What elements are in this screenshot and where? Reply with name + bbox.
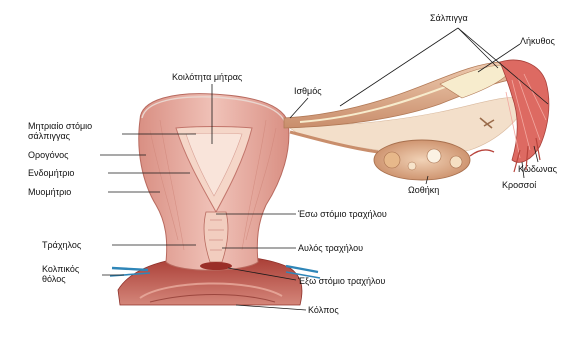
- label-vagina: Κόλπος: [308, 305, 339, 315]
- label-infundibulum: Κώδωνας: [518, 164, 558, 174]
- label-vaginal-fornix-line1: Κολπικός: [42, 264, 80, 274]
- label-ovary: Ωοθήκη: [408, 185, 439, 195]
- label-lekythos: Λήκυθος: [520, 36, 555, 46]
- label-serosa: Ορογόνος: [28, 150, 69, 160]
- label-isthmus: Ισθμός: [294, 86, 322, 96]
- label-cervical-canal: Αυλός τραχήλου: [298, 243, 363, 253]
- label-uterine-cavity: Κοιλότητα μήτρας: [172, 72, 243, 82]
- label-uterine-ostium-line1: Μητριαίο στόμιο: [28, 121, 92, 131]
- label-cervix: Τράχηλος: [42, 240, 82, 250]
- label-myometrium: Μυομήτριο: [28, 187, 71, 197]
- label-uterine-ostium-line2: σάλπιγγας: [28, 131, 71, 141]
- label-fimbriae: Κροσσοί: [502, 180, 536, 190]
- uterus: [139, 94, 289, 271]
- label-salpinx: Σάλπιγγα: [430, 13, 468, 23]
- label-vaginal-fornix-line2: θόλος: [42, 274, 66, 284]
- label-external-os: Έξω στόμιο τραχήλου: [297, 276, 385, 286]
- label-internal-os: Έσω στόμιο τραχήλου: [297, 209, 387, 219]
- label-endometrium: Ενδομήτριο: [28, 168, 74, 178]
